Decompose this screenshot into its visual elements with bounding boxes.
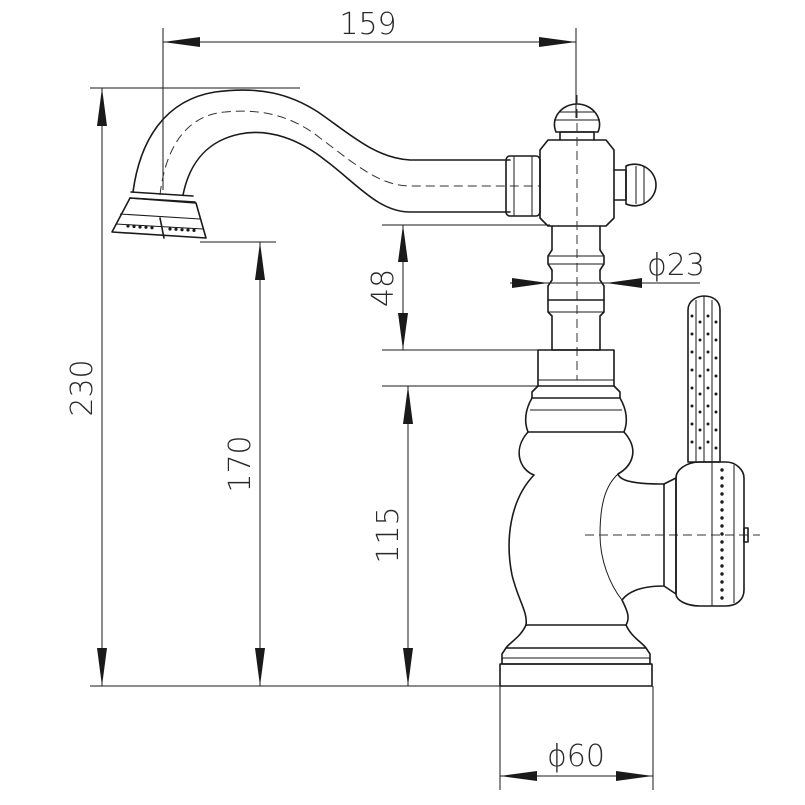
- faucet-neck: [547, 225, 605, 351]
- dimension-label-48: 48: [366, 269, 401, 307]
- body-collar: [537, 349, 615, 387]
- top-hub: [539, 95, 657, 380]
- dimension-label-phi60: ϕ60: [547, 739, 605, 774]
- lever-handle: [687, 295, 721, 463]
- dimension-label-170: 170: [223, 435, 258, 492]
- dimension-label-phi23: ϕ23: [647, 248, 705, 283]
- dimension-neck-diameter: ϕ23: [510, 248, 705, 288]
- dimension-label-159: 159: [339, 7, 396, 42]
- dimension-base-height: 115: [371, 385, 538, 686]
- aerator: [111, 197, 207, 239]
- dimension-label-115: 115: [371, 506, 406, 563]
- dimension-neck-height: 48: [366, 224, 550, 351]
- faucet-body: [499, 385, 760, 687]
- dimension-label-230: 230: [65, 359, 100, 416]
- faucet-spout: [129, 89, 540, 213]
- dimension-base-diameter: ϕ60: [499, 686, 654, 790]
- handle-knurl-pattern: [690, 314, 718, 450]
- lever-cartridge: [663, 461, 749, 607]
- cartridge-bead-row: [720, 468, 724, 600]
- dimension-total-height: 230: [65, 87, 500, 687]
- dimension-top-width: 159: [162, 7, 577, 190]
- dimension-spout-height: 170: [200, 241, 276, 686]
